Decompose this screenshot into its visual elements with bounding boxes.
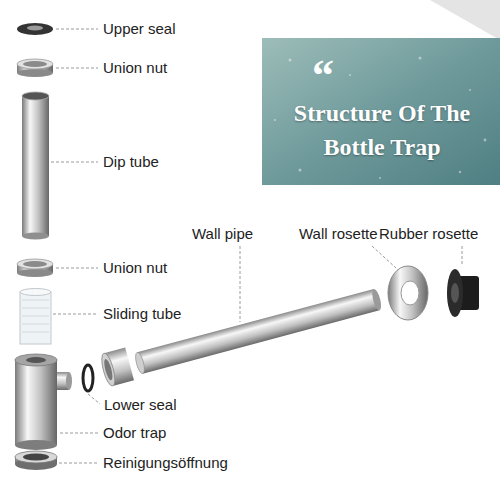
union-nut-bottom <box>17 69 53 77</box>
lower-seal <box>83 365 93 391</box>
dip-tube-opening <box>22 92 49 100</box>
part-label: Lower seal <box>104 396 177 414</box>
banner-title: Structure Of The Bottle Trap <box>266 96 498 164</box>
union-nut-top <box>17 59 53 69</box>
sliding-tube-top <box>20 289 51 296</box>
part-label: Wall rosette <box>299 225 378 243</box>
cleaning-cap-thread <box>23 454 49 461</box>
part-label: Union nut <box>103 259 167 277</box>
sliding-tube-ribs <box>22 300 49 332</box>
page-corner <box>430 0 500 40</box>
part-label: Dip tube <box>103 153 159 171</box>
part-label: Wall pipe <box>192 225 253 243</box>
part-label: Odor trap <box>103 424 166 442</box>
odor-trap-outlet-end <box>66 372 72 390</box>
banner-image <box>262 38 500 185</box>
sliding-tube <box>20 292 51 344</box>
dip-tube-end <box>22 233 49 240</box>
wall-rosette-hole <box>401 281 419 305</box>
rubber-rosette-hole <box>451 283 459 303</box>
part-label: Sliding tube <box>103 305 181 323</box>
union-nut-top <box>17 259 53 269</box>
quote-mark: “ <box>312 54 334 98</box>
odor-trap-bottom <box>15 440 57 450</box>
upper-seal <box>17 23 53 35</box>
part-label: Rubber rosette <box>379 225 478 243</box>
part-label: Reinigungsöffnung <box>103 454 228 472</box>
wall-rosette <box>388 266 428 320</box>
union-nut-hole <box>23 61 47 67</box>
part-label: Union nut <box>103 59 167 77</box>
dip-tube <box>22 96 49 236</box>
part-label: Upper seal <box>103 20 176 38</box>
leader-lines <box>51 29 462 463</box>
wall-pipe <box>134 288 383 374</box>
odor-trap <box>15 360 57 445</box>
odor-trap-top <box>15 354 57 366</box>
rubber-rosette-flange <box>447 269 463 317</box>
cleaning-cap-top <box>15 451 57 463</box>
union-nut-bottom <box>17 269 53 277</box>
wall-pipe-nut <box>99 347 134 387</box>
upper-seal-hole <box>27 26 43 31</box>
union-nut-hole <box>23 261 47 267</box>
odor-trap-opening <box>26 357 46 363</box>
